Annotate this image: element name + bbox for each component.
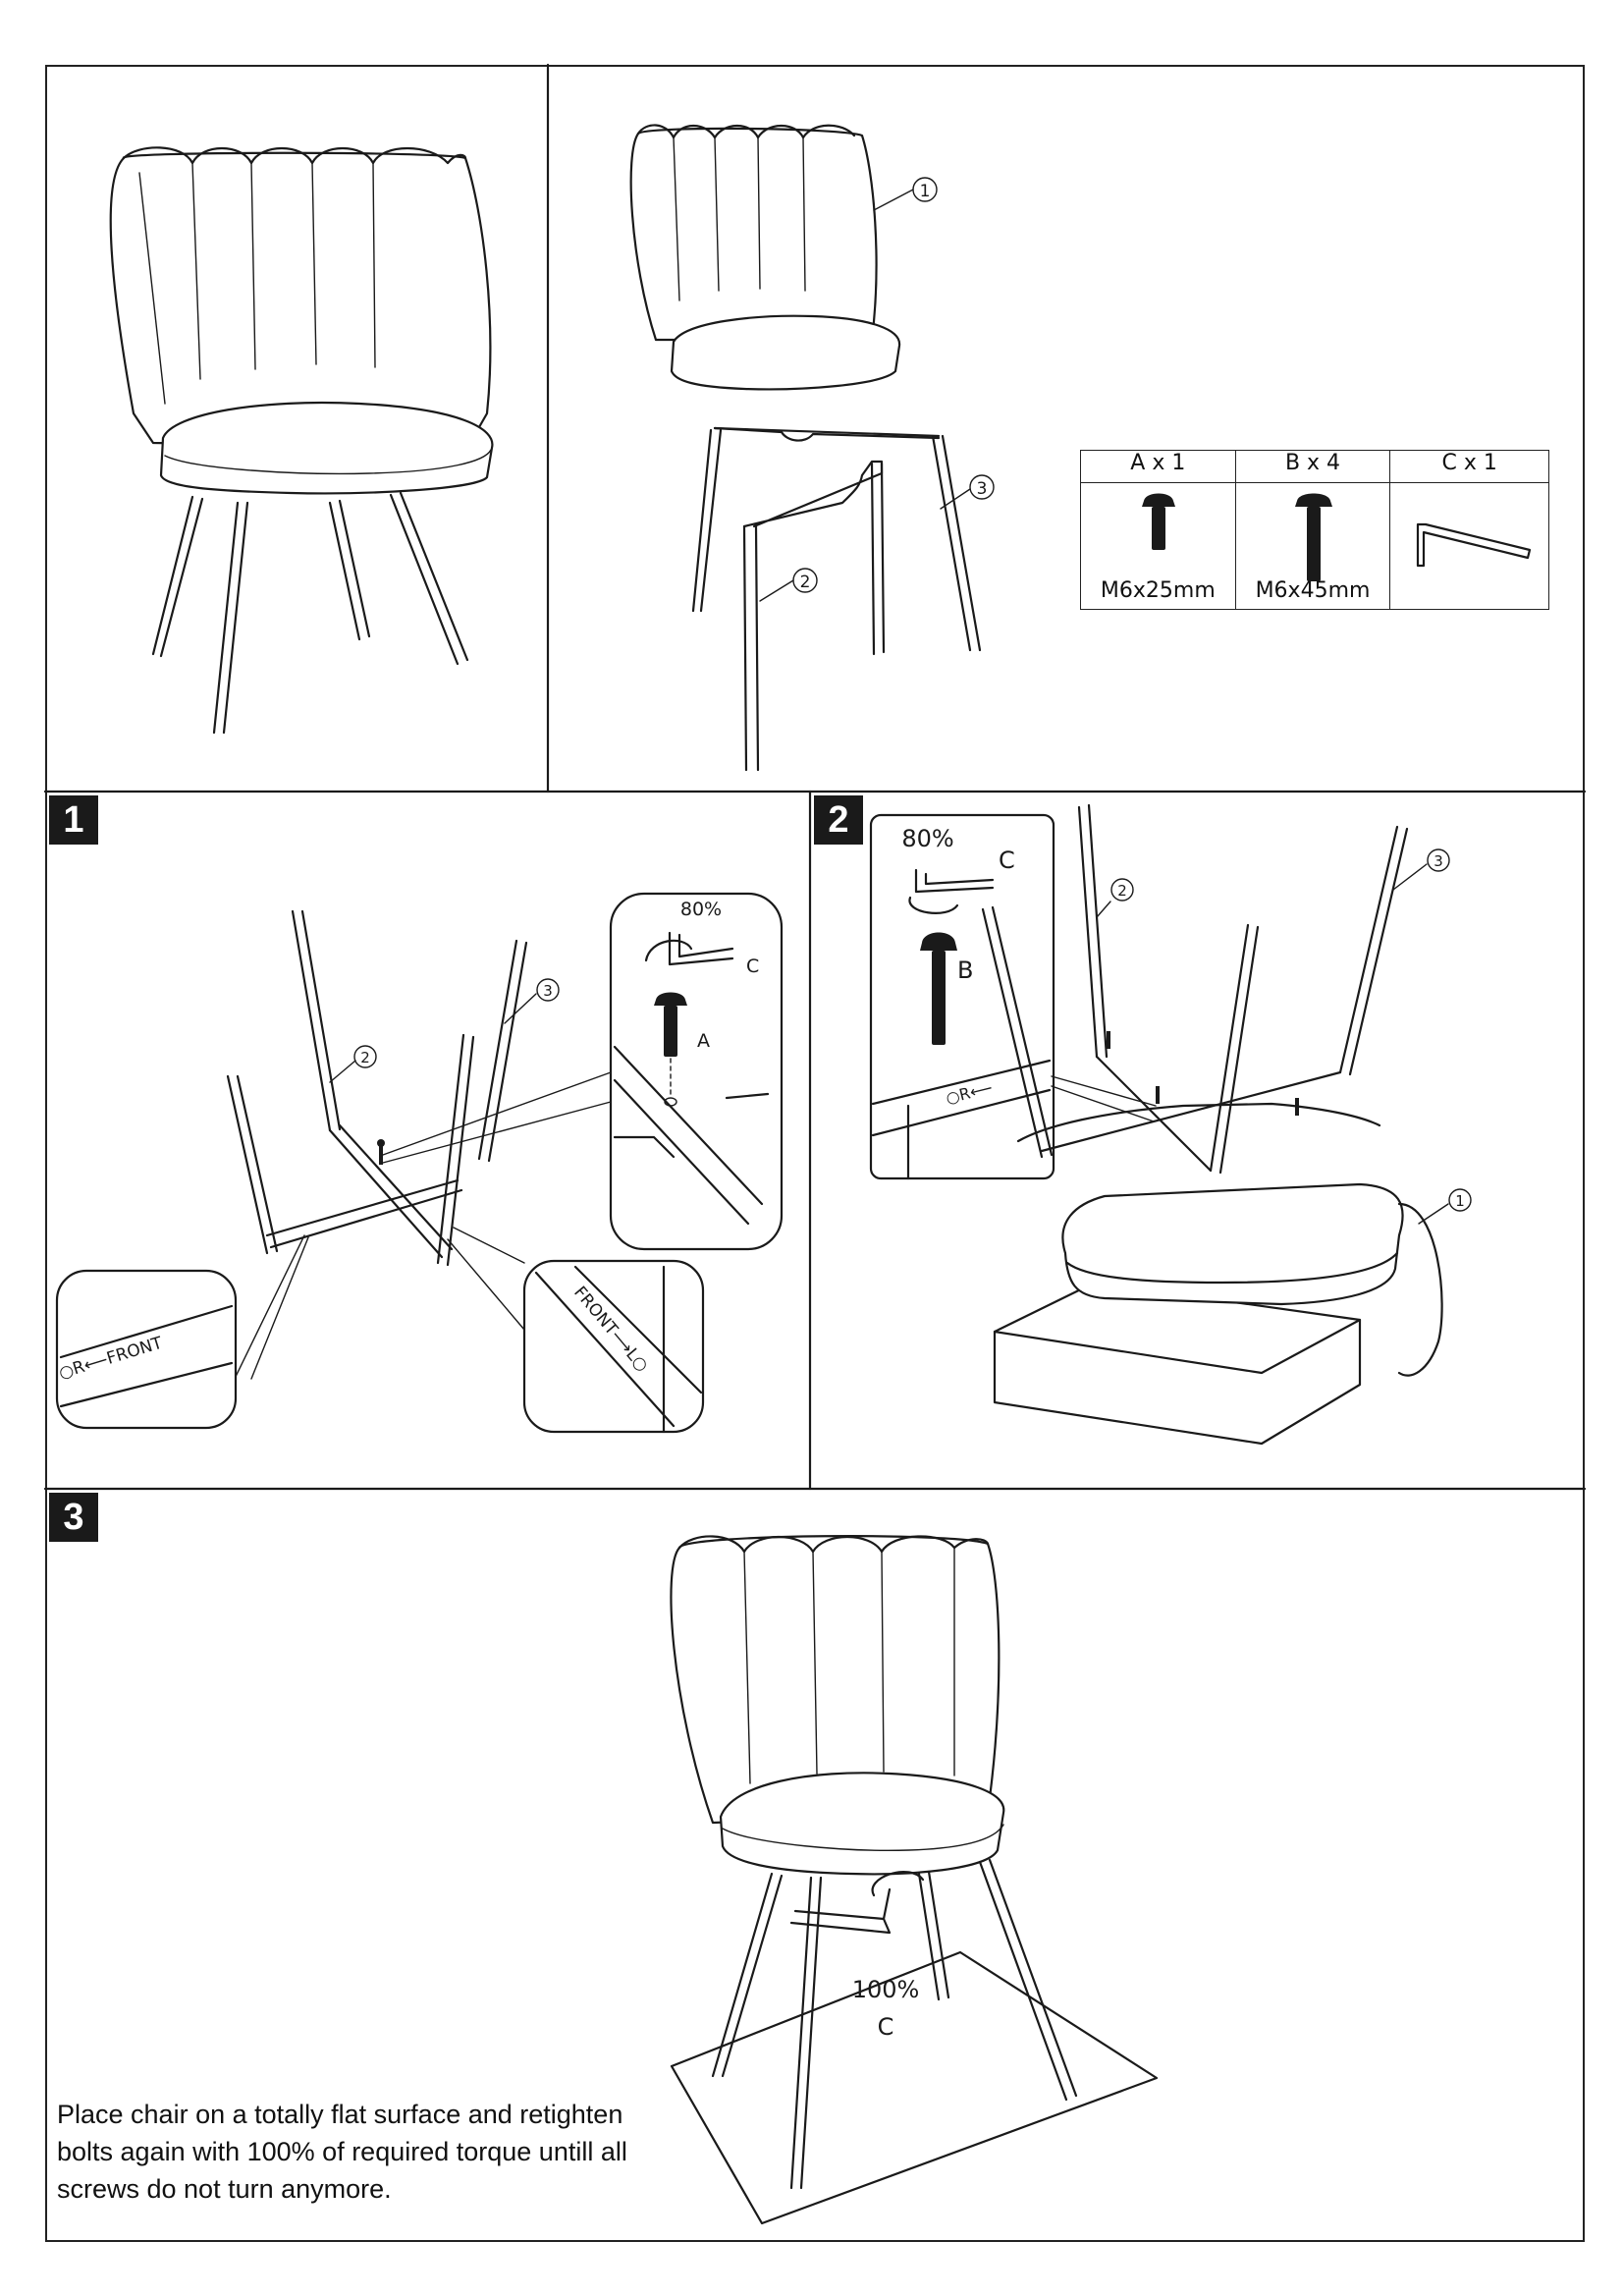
part-b-cell: M6x45mm [1234,482,1391,610]
step-2-bolt-label: B [957,957,973,984]
exploded-chair-illustration: 1 2 3 [629,124,995,772]
part-a-header: A x 1 [1080,450,1236,483]
step-3-tool-label: C [878,2013,894,2041]
zoom-bolt-a: 80% C A [613,899,770,1226]
step-2-callout-1: 1 [1455,1192,1465,1210]
overview-panel [45,65,548,792]
part-b-header: B x 4 [1234,450,1391,483]
step-1-badge: 1 [49,795,98,845]
short-bolt-icon [1142,493,1175,550]
assembled-chair-illustration [109,146,494,735]
step-2-badge: 2 [814,795,863,845]
step-1-panel: 1 2 3 [45,792,810,1489]
zoom-bolt-b: 80% C B ○R⟵ [871,825,1052,1180]
step-3-illustration: 100% C [670,1535,1159,2225]
step-2-callout-3: 3 [1434,852,1443,870]
long-bolt-icon [1294,493,1332,581]
part-b-size: M6x45mm [1255,578,1371,603]
step-1-torque-label: 80% [680,899,722,920]
outer-frame [45,65,1585,2242]
step-3-instruction-text: Place chair on a totally flat surface an… [57,2100,627,2204]
step-3-badge: 3 [49,1493,98,1542]
part-callout-1: 1 [920,182,931,201]
step-2-panel: 2 80% C B ○R⟵ [810,792,1585,1489]
hardware-parts-table: A x 1 B x 4 C x 1 M6x25mm M [1080,450,1549,610]
part-c-header: C x 1 [1389,450,1549,483]
step-3-panel: 3 100% C [45,1489,1585,2242]
step-1-tool-label: C [746,956,759,977]
step-1-bolt-label: A [697,1030,710,1052]
step-3-torque-label: 100% [852,1976,920,2003]
exploded-parts-panel: 1 2 3 A x 1 B x 4 C x 1 M6x25mm [548,65,1585,792]
step-2-illustration: 80% C B ○R⟵ [869,803,1472,1446]
part-callout-2: 2 [800,573,811,592]
step-1-callout-2: 2 [360,1049,370,1066]
part-a-cell: M6x25mm [1080,482,1236,610]
allen-key-icon [1417,522,1532,568]
part-a-size: M6x25mm [1100,578,1216,603]
step-2-callout-2: 2 [1117,882,1127,900]
step-1-illustration: 2 3 80% C A [55,892,784,1434]
step-1-callout-3: 3 [543,982,553,1000]
step-2-torque-label: 80% [901,825,953,852]
part-c-cell [1389,482,1549,610]
step-2-tool-label: C [999,847,1015,874]
part-callout-3: 3 [977,479,988,499]
